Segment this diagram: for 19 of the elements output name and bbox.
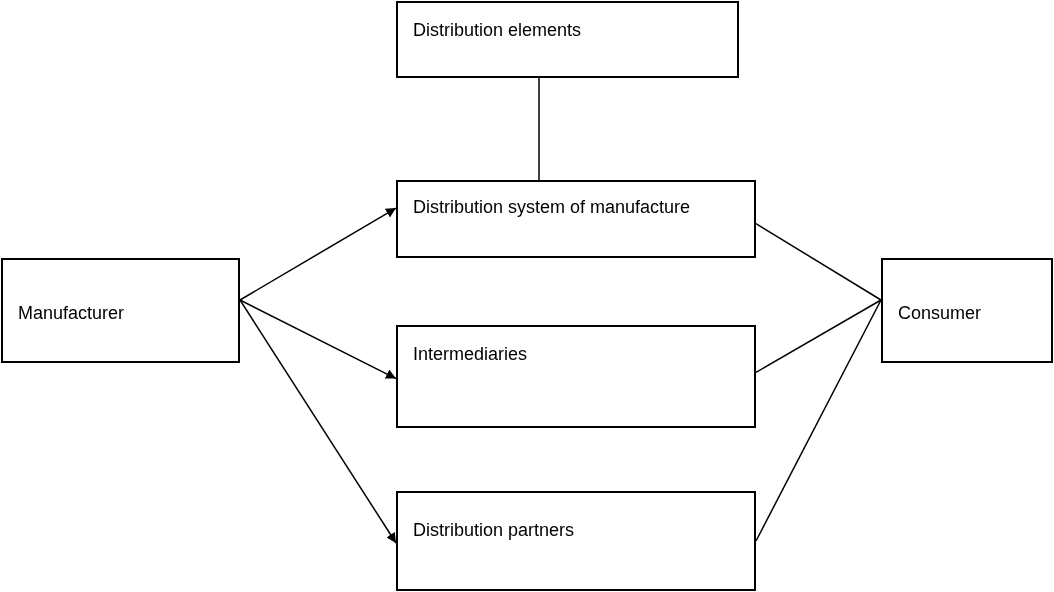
process-box: [881, 258, 1053, 363]
connector-line: [755, 299, 882, 542]
connector-line: [755, 222, 882, 301]
arrow: [239, 207, 397, 301]
box-label: Distribution partners: [413, 519, 576, 542]
arrow: [239, 299, 397, 544]
process-box: [396, 1, 739, 78]
connector-line: [755, 299, 882, 374]
process-box: [396, 180, 756, 258]
box-label: Manufacturer: [18, 302, 126, 325]
box-label: Distribution system of manufacture: [413, 196, 692, 219]
process-box: [396, 325, 756, 428]
process-box: [396, 491, 756, 591]
connector-line: [538, 77, 540, 181]
process-box: [1, 258, 240, 363]
arrow: [239, 299, 397, 380]
box-label: Distribution elements: [413, 19, 583, 42]
box-label: Intermediaries: [413, 343, 529, 366]
box-label: Consumer: [898, 302, 983, 325]
